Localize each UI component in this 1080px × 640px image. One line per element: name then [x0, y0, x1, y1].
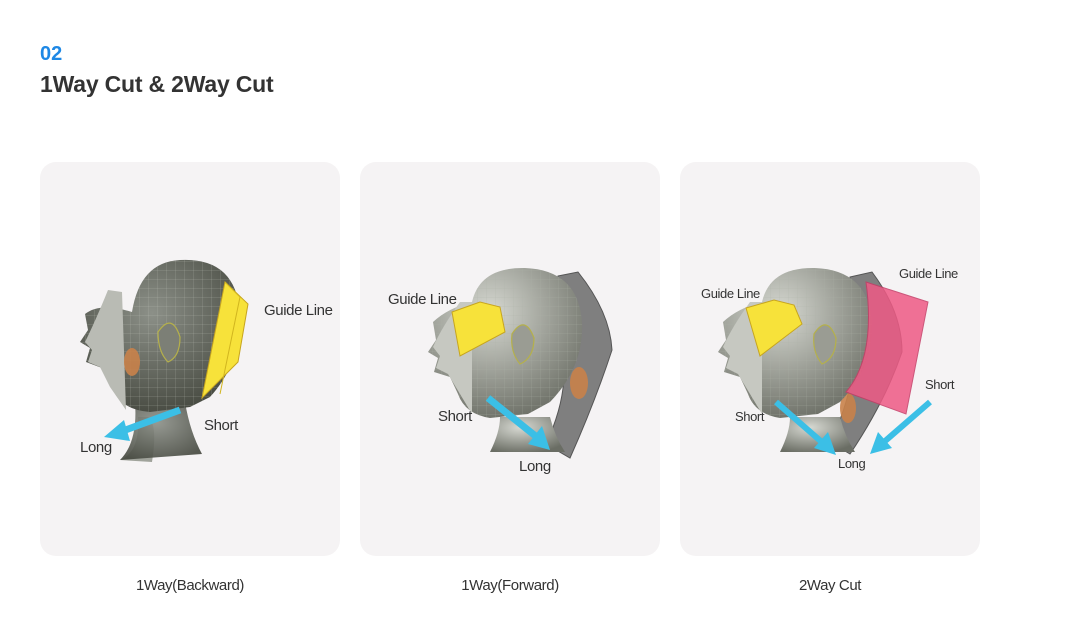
neck-shape: [490, 417, 565, 452]
ear-shape: [157, 322, 181, 363]
label-short-left: Short: [735, 409, 765, 424]
pink-section-shape: [845, 281, 929, 415]
label-guide-line-left: Guide Line: [701, 286, 760, 301]
guide-line-shape: [451, 301, 506, 357]
ear-mark: [124, 348, 140, 376]
label-short: Short: [204, 417, 239, 434]
direction-arrow-left: [774, 399, 826, 447]
label-long: Long: [519, 458, 551, 475]
ear-mark: [840, 393, 856, 423]
label-guide-line: Guide Line: [264, 302, 333, 319]
direction-arrowhead: [104, 420, 130, 441]
head-diagram-forward: Guide Line Short Long: [388, 267, 613, 475]
section-title: 1Way Cut & 2Way Cut: [40, 71, 274, 97]
caption-1way-forward: 1Way(Forward): [461, 577, 559, 594]
card-2way-cut: Guide Line Guide Line Short Short Long: [680, 162, 980, 556]
head-diagram-backward: Guide Line Short Long: [80, 259, 333, 462]
label-guide-line: Guide Line: [388, 291, 457, 308]
label-long: Long: [838, 456, 865, 471]
label-long: Long: [80, 439, 112, 456]
section-number: 02: [40, 43, 63, 65]
card-1way-backward: Guide Line Short Long: [40, 162, 340, 556]
direction-arrowhead-right: [870, 432, 892, 454]
direction-arrowhead-left: [814, 432, 836, 455]
neck-shape: [120, 402, 202, 460]
ear-shape: [511, 324, 535, 365]
label-short-right: Short: [925, 377, 955, 392]
label-guide-line-right: Guide Line: [899, 266, 958, 281]
direction-arrow: [118, 406, 182, 436]
guide-line-shape: [745, 299, 803, 357]
ear-mark: [570, 367, 588, 399]
face-shape: [85, 290, 126, 410]
ear-shape: [813, 324, 837, 365]
direction-arrow-right: [882, 399, 932, 445]
head-diagram-2way: Guide Line Guide Line Short Short Long: [701, 266, 958, 471]
caption-2way-cut: 2Way Cut: [798, 577, 862, 594]
direction-arrow: [485, 395, 541, 441]
caption-1way-backward: 1Way(Backward): [135, 577, 245, 594]
card-1way-forward: Guide Line Short Long: [360, 162, 660, 556]
direction-arrowhead: [528, 426, 550, 450]
label-short: Short: [438, 408, 473, 425]
guide-line-edge: [219, 281, 241, 395]
